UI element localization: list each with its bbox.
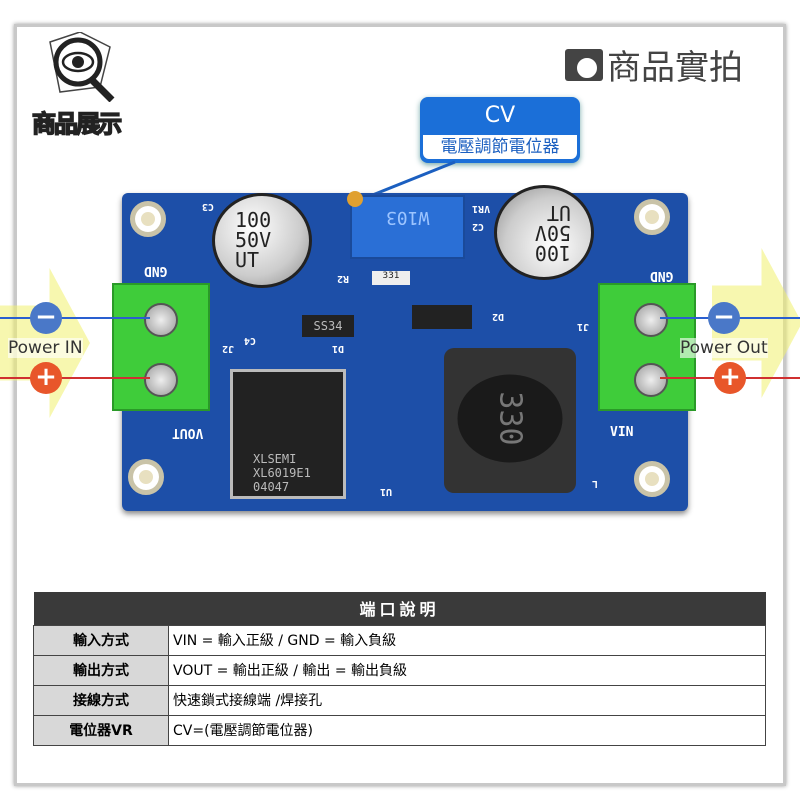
silk-j1: J1 (577, 321, 590, 332)
silk-d1: D1 (332, 343, 345, 354)
screw-icon[interactable] (634, 303, 668, 337)
screw-icon[interactable] (144, 303, 178, 337)
image-frame (14, 24, 786, 786)
mount-hole (634, 461, 670, 497)
minus-icon: − (30, 302, 62, 334)
mount-hole (634, 199, 670, 235)
silk-vr1: VR1 (472, 203, 491, 214)
mount-hole (128, 459, 164, 495)
callout-title: CV (484, 103, 516, 128)
photo-title: 商品實拍 (565, 40, 743, 89)
row-key: 接線方式 (33, 684, 169, 716)
camera-icon (565, 48, 603, 81)
silk-vin: VIN (610, 425, 634, 440)
power-in-label: Power IN (8, 338, 83, 358)
pcb-board: GND VOUT GND VIN J2 C4 D1 R2 C3 VR1 C2 J… (122, 185, 688, 511)
power-out-label: Power Out (680, 338, 768, 358)
screw-icon[interactable] (144, 363, 178, 397)
table-row: 電位器VR CV=(電壓調節電位器) (33, 714, 766, 746)
diode-d2 (412, 305, 472, 329)
silk-c2: C2 (472, 221, 485, 232)
pot-adjust-screw[interactable] (347, 191, 363, 207)
plus-icon: + (30, 362, 62, 394)
input-positive-wire (0, 377, 150, 379)
silk-c4: C4 (244, 335, 257, 346)
diode-ss34: SS34 (302, 315, 354, 337)
silk-j2: J2 (222, 343, 235, 354)
logo-text: 商品展示 (31, 109, 123, 139)
input-terminal[interactable] (112, 283, 210, 411)
inductor: 330 (444, 348, 576, 493)
plus-icon: + (714, 362, 746, 394)
potentiometer[interactable]: W103 (350, 195, 465, 259)
photo-title-text: 商品實拍 (607, 48, 743, 88)
row-value: CV=(電壓調節電位器) (168, 714, 766, 746)
input-negative-wire (0, 317, 150, 319)
cv-callout: CV 電壓調節電位器 (420, 97, 580, 163)
row-key: 輸入方式 (33, 624, 169, 656)
silk-vout: VOUT (172, 425, 204, 440)
mount-hole (130, 201, 166, 237)
eye-magnifier-icon (49, 32, 115, 102)
silk-l: L (592, 478, 599, 489)
silk-gnd-left: GND (144, 263, 168, 278)
row-key: 電位器VR (33, 714, 169, 746)
silk-r2: R2 (337, 273, 350, 284)
minus-icon: − (708, 302, 740, 334)
table-title: 端口說明 (33, 592, 766, 625)
silk-c3: C3 (202, 201, 215, 212)
silk-gnd-right: GND (650, 268, 674, 283)
row-value: 快速鎖式接線端 /焊接孔 (168, 684, 766, 716)
resistor: 331 (372, 271, 410, 285)
screw-icon[interactable] (634, 363, 668, 397)
row-value: VOUT = 輸出正級 / 輸出 = 輸出負級 (168, 654, 766, 686)
output-terminal[interactable] (598, 283, 696, 411)
silk-d2: D2 (492, 311, 505, 322)
row-value: VIN = 輸入正級 / GND = 輸入負級 (168, 624, 766, 656)
row-key: 輸出方式 (33, 654, 169, 686)
table-row: 接線方式快速鎖式接線端 /焊接孔 (33, 684, 766, 716)
callout-subtitle: 電壓調節電位器 (423, 135, 577, 159)
silk-u1: U1 (380, 486, 393, 497)
